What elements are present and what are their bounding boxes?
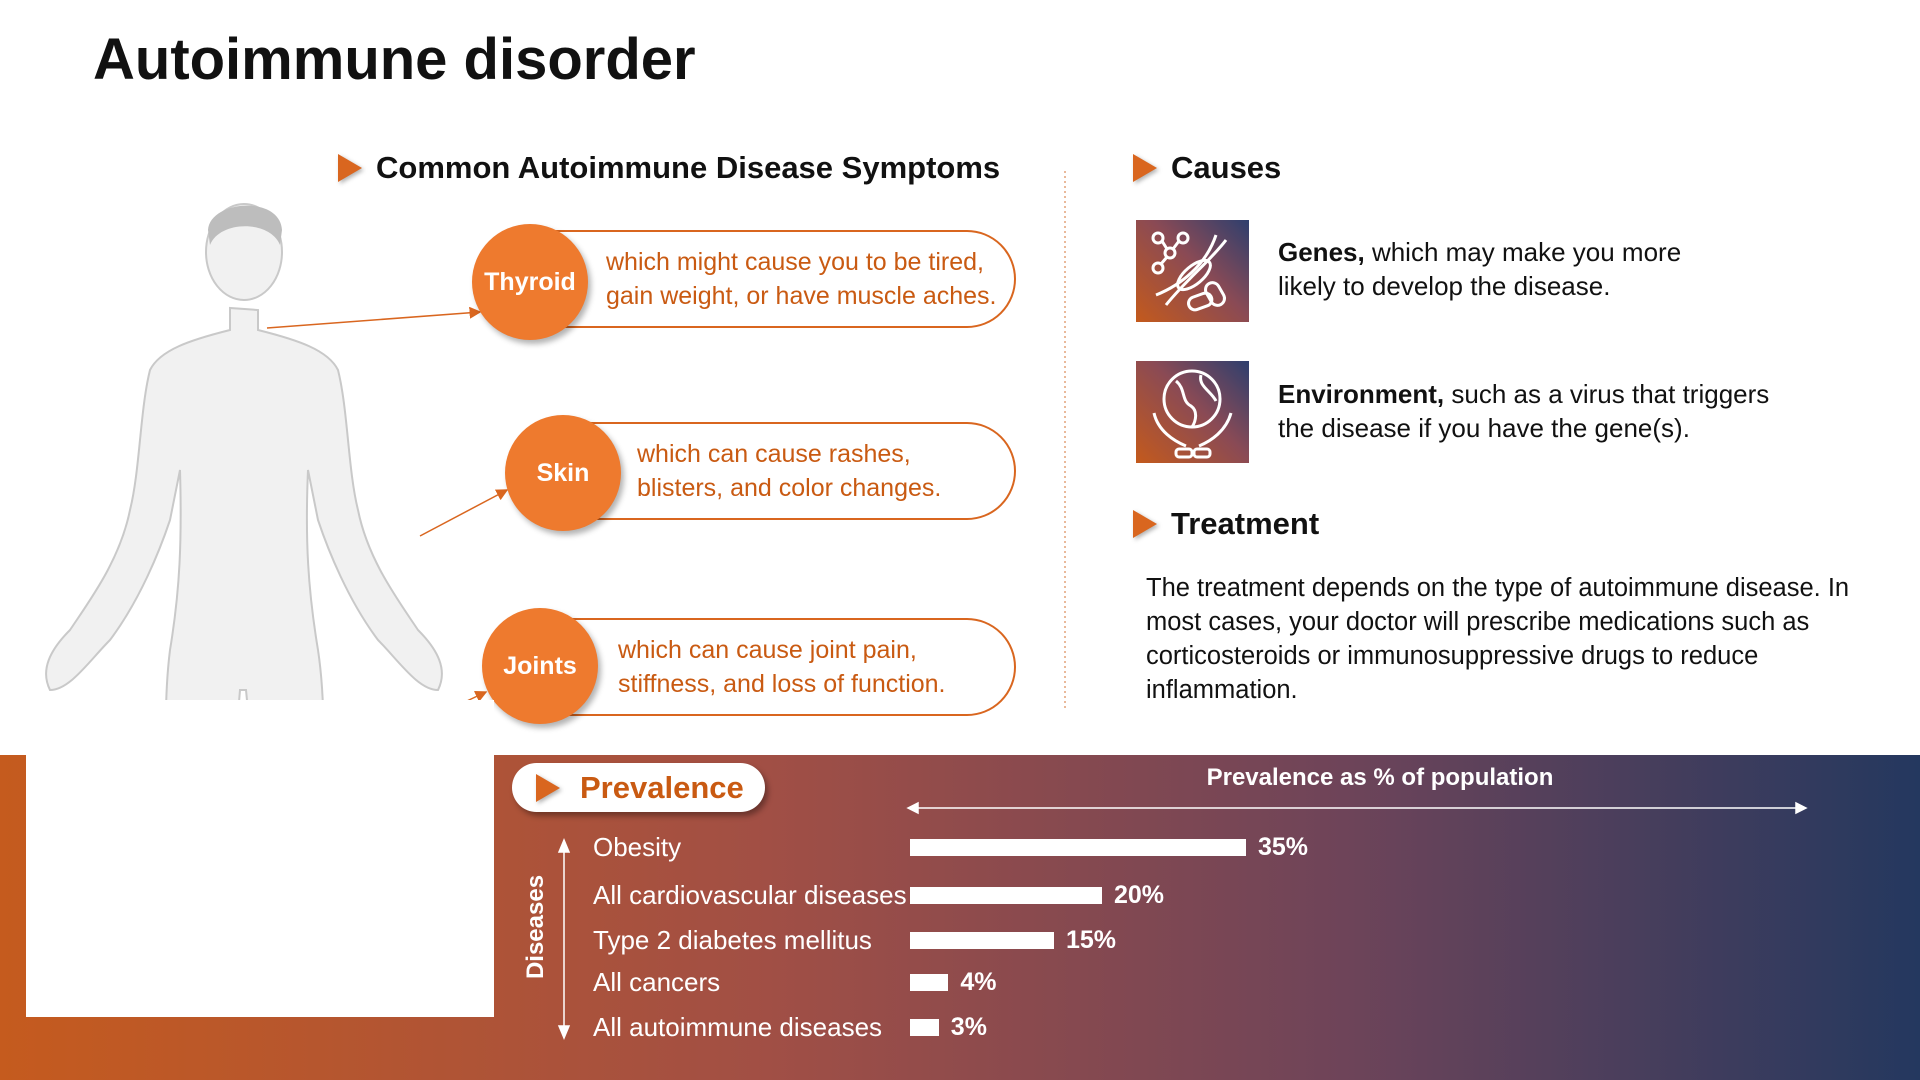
joints-description: which can cause joint pain, stiffness, an… xyxy=(550,618,1016,716)
treatment-heading-text: Treatment xyxy=(1171,506,1320,541)
bar xyxy=(910,974,949,991)
y-axis-label: Diseases xyxy=(522,874,549,980)
figure-panel xyxy=(26,700,494,1017)
bar-value-label: 20% xyxy=(1114,881,1165,909)
category-label: Obesity xyxy=(593,832,682,862)
skin-description: which can cause rashes, blisters, and col… xyxy=(570,422,1016,520)
line: which might cause you to be tired, xyxy=(606,248,984,276)
bar xyxy=(910,887,1102,904)
line: which may make you more xyxy=(1364,237,1682,267)
line: the disease if you have the gene(s). xyxy=(1278,413,1690,443)
category-label: Type 2 diabetes mellitus xyxy=(593,925,872,955)
thyroid-description: which might cause you to be tired, gain w… xyxy=(540,230,1016,328)
page-title: Autoimmune disorder xyxy=(93,27,696,92)
line: blisters, and color changes. xyxy=(637,474,942,502)
symptoms-heading: Common Autoimmune Disease Symptoms xyxy=(338,150,1000,186)
skin-badge: Skin xyxy=(505,415,621,531)
line: which can cause joint pain, xyxy=(618,636,917,664)
causes-heading-text: Causes xyxy=(1171,150,1282,185)
chart-title: Prevalence as % of population xyxy=(1206,764,1554,791)
treatment-text: The treatment depends on the type of aut… xyxy=(1146,574,1850,704)
category-label: All autoimmune diseases xyxy=(593,1012,883,1042)
joints-badge: Joints xyxy=(482,608,598,724)
bar xyxy=(910,839,1246,856)
category-label: All cardiovascular diseases xyxy=(593,880,907,910)
triangle-bullet-icon xyxy=(1133,154,1157,182)
line: stiffness, and loss of function. xyxy=(618,670,946,698)
dna-icon xyxy=(1136,220,1249,322)
thyroid-badge: Thyroid xyxy=(472,224,588,340)
prevalence-heading: Prevalence xyxy=(512,763,765,812)
cause-title: Genes, xyxy=(1278,237,1365,267)
bar xyxy=(910,1019,939,1036)
line: gain weight, or have muscle aches. xyxy=(606,282,997,310)
line: likely to develop the disease. xyxy=(1278,271,1611,301)
bar-value-label: 3% xyxy=(950,1013,987,1041)
cause-title: Environment, xyxy=(1278,379,1445,409)
human-body-figure xyxy=(45,203,443,991)
prevalence-heading-text: Prevalence xyxy=(580,769,744,805)
causes-heading: Causes xyxy=(1133,150,1281,186)
line: which can cause rashes, xyxy=(637,440,911,468)
bar-value-label: 15% xyxy=(1066,926,1117,954)
globe-hands-icon xyxy=(1136,361,1249,463)
triangle-bullet-icon xyxy=(536,773,560,802)
category-label: All cancers xyxy=(593,967,721,997)
bar xyxy=(910,932,1054,949)
line: such as a virus that triggers xyxy=(1444,379,1770,409)
bar-value-label: 35% xyxy=(1258,833,1309,861)
bar-value-label: 4% xyxy=(960,968,997,996)
environment-cause: Environment, such as a virus that trigge… xyxy=(1278,377,1798,445)
treatment-heading: Treatment xyxy=(1133,506,1319,542)
triangle-bullet-icon xyxy=(1133,510,1157,538)
genes-cause: Genes, which may make you more likely to … xyxy=(1278,235,1798,303)
symptoms-heading-text: Common Autoimmune Disease Symptoms xyxy=(376,150,1001,185)
triangle-bullet-icon xyxy=(338,154,362,182)
